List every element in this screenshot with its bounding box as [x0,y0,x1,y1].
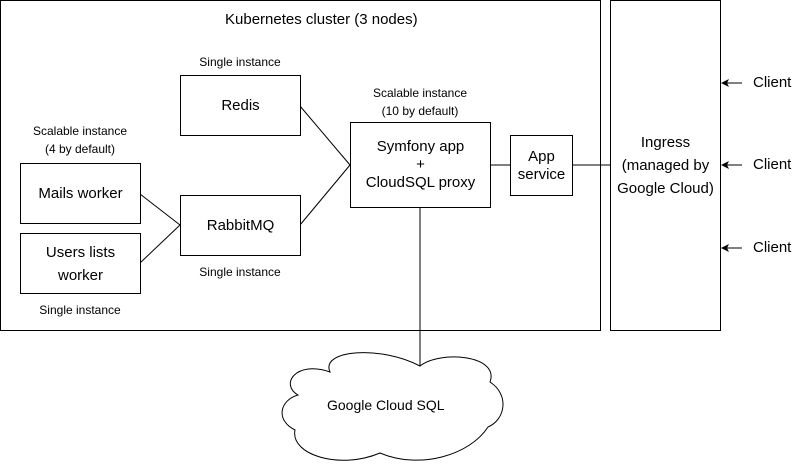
app-service-label-line2: service [517,165,566,183]
arrowhead-icon [721,161,729,169]
cluster-title: Kubernetes cluster (3 nodes) [225,11,418,28]
client-label: Client [753,74,792,91]
symfony-label-line1: Symfony app [376,138,465,155]
mails-worker-box[interactable]: Mails worker [20,163,141,224]
users-lists-worker-label-line1: Users lists [45,243,116,261]
symfony-note: Scalable instance (10 by default) [350,84,490,120]
edge-users-rabbitmq [139,224,181,264]
ingress-label-line1: Ingress [640,134,691,151]
rabbitmq-note: Single instance [199,265,281,279]
rabbitmq-label: RabbitMQ [206,217,275,234]
client-label: Client [753,239,792,256]
users-lists-worker-label-line2: worker [57,266,103,284]
mails-worker-label: Mails worker [38,185,123,202]
symfony-label-line2: + [416,156,425,173]
users-lists-worker-box[interactable]: Users lists worker [20,233,141,294]
mails-worker-note-line1: Scalable instance [32,124,128,138]
symfony-label-line3: CloudSQL proxy [365,174,476,191]
ingress-label-line2: (managed by [621,157,710,174]
arrowhead-icon [721,244,729,252]
mails-worker-note: Scalable instance (4 by default) [20,122,140,158]
edge-rabbitmq-symfony [299,164,351,226]
cloud-sql-label: Google Cloud SQL [327,397,445,413]
edge-redis-symfony [299,105,351,166]
redis-box[interactable]: Redis [180,75,301,136]
app-service-label-line1: App [528,147,555,165]
ingress-box[interactable]: Ingress (managed by Google Cloud) [610,0,721,331]
symfony-note-line1: Scalable instance [372,86,468,100]
rabbitmq-box[interactable]: RabbitMQ [180,195,301,256]
symfony-app-box[interactable]: Symfony app + CloudSQL proxy [350,122,491,208]
arrowhead-icon [721,79,729,87]
redis-note: Single instance [199,55,281,69]
cloud-sql-shape [281,352,504,461]
client-label: Client [753,156,792,173]
users-lists-worker-note: Single instance [39,303,121,317]
mails-worker-note-line2: (4 by default) [44,142,116,156]
edge-mails-rabbitmq [139,193,181,226]
redis-label: Redis [221,97,260,114]
ingress-label-line3: Google Cloud) [617,180,714,197]
symfony-note-line2: (10 by default) [381,104,459,118]
app-service-box[interactable]: App service [510,135,573,196]
